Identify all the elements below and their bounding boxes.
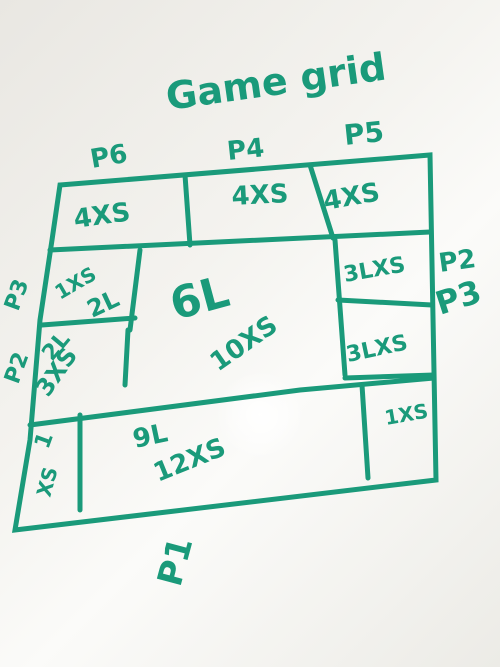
cell-right-mid: 3LXS <box>344 330 410 367</box>
grid-lines <box>11 152 439 533</box>
player-label-p6: P6 <box>88 139 130 175</box>
player-label-left-top: P3 <box>0 276 34 314</box>
cell-top-right: 4XS <box>321 177 382 216</box>
cell-right-upper: 3LXS <box>342 252 408 287</box>
player-label-p2: P2 <box>437 244 478 279</box>
player-label-p5: P5 <box>342 115 385 152</box>
player-label-p4: P4 <box>226 133 266 167</box>
player-label-p3: P3 <box>431 272 486 322</box>
cell-bottom-left-b: XS <box>32 464 63 499</box>
cell-bottom-right: 1XS <box>383 399 430 430</box>
cell-top-mid: 4XS <box>231 179 289 212</box>
player-label-p1: P1 <box>150 533 201 590</box>
cell-center-b: 10XS <box>205 310 284 378</box>
cell-center-a: 6L <box>165 266 235 330</box>
cell-top-left: 4XS <box>72 197 132 235</box>
light-glare <box>215 370 305 460</box>
player-label-left-bottom: P2 <box>0 349 34 387</box>
cell-bottom-left-a: 1 <box>30 429 59 452</box>
cell-bottom-mid-a: 9L <box>130 418 170 455</box>
title: Game grid <box>163 44 389 118</box>
